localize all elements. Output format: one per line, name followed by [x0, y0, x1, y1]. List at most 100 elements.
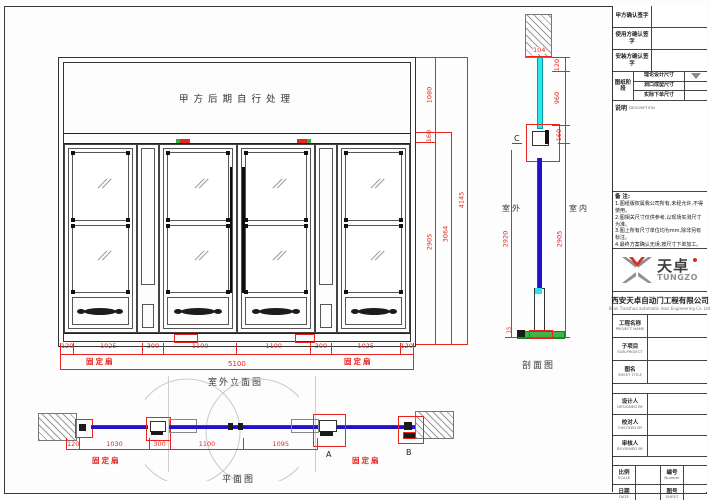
sliding-door-left — [159, 144, 237, 333]
dim-ext — [416, 57, 468, 58]
sign-value-cell — [652, 6, 707, 27]
glass-pane — [244, 223, 308, 294]
plan-center-fitting — [238, 423, 243, 430]
plan-mullion-left — [146, 417, 171, 441]
dim-ext — [558, 143, 570, 144]
mullion-left — [136, 144, 160, 333]
dim-label: 104 — [533, 46, 546, 54]
plan-mullion-a-callout — [313, 414, 346, 447]
transom-note: 甲方后期自行处理 — [178, 94, 295, 105]
section-floor-block — [517, 330, 525, 337]
field-label-en: PROJECT NAME — [615, 325, 645, 331]
floor-guide-callout — [295, 334, 315, 343]
glass-pane — [344, 151, 403, 222]
decor-panel — [345, 297, 402, 325]
elevation-dim-row: 120 1025 300 1100 1100 300 1025 120 — [60, 343, 414, 355]
field-value-cell — [648, 361, 707, 383]
mullion-base — [141, 303, 155, 328]
fixed-panel-label: 固定扇 — [92, 456, 121, 465]
plan-jamb-b-foot — [403, 432, 416, 439]
note-line: 4.最终方案确认无误,按尺寸下单加工。 — [615, 241, 702, 248]
plan-center-fitting — [228, 423, 233, 430]
people-label-cn: 审核人 — [621, 440, 639, 447]
glass-mark-icon — [97, 178, 108, 189]
description-label: 说明 — [615, 105, 628, 112]
people-label-en: CHECKED BY — [617, 424, 643, 430]
sign-value-cell — [652, 28, 707, 49]
spacer-row — [613, 384, 707, 394]
people-label-en: REVIEWED BY — [616, 445, 644, 451]
dim-line — [60, 369, 414, 370]
dim-ext — [413, 354, 414, 370]
field-label-cn: 工程名称 — [618, 320, 641, 327]
dim-line — [451, 132, 452, 345]
sliding-door-right — [237, 144, 315, 333]
plan-wall-left — [38, 413, 77, 441]
ornament-icon — [251, 307, 300, 315]
glass-mark-icon — [272, 250, 283, 261]
plan-dim-row: 120 1030 300 1100 1095 — [66, 438, 318, 450]
plan-jamb-left-core — [79, 424, 86, 431]
people-value-cell — [648, 415, 707, 435]
dim-line — [435, 57, 436, 345]
company-name-cn: 西安天卓自动门工程有限公司 — [611, 296, 709, 305]
dim-line — [511, 150, 512, 338]
fixed-panel-left — [64, 144, 137, 333]
scale-label-cn: 比例 — [618, 469, 630, 476]
sheetno-value-cell — [684, 485, 707, 500]
dim-label: 1025 — [357, 342, 374, 350]
fixed-panel-label: 固定扇 — [344, 357, 373, 366]
stage-marker-cell — [685, 91, 707, 100]
date-value-cell — [636, 485, 661, 500]
scale-value-cell — [636, 466, 661, 484]
operator-mechanism-detail — [545, 130, 549, 144]
dim-total-label: 5100 — [228, 360, 246, 368]
dim-label: 300 — [153, 440, 166, 448]
mullion-base — [319, 303, 333, 328]
field-label-en: SHEET TITLE — [618, 371, 642, 377]
field-label-en: SUB-PROJECT — [617, 348, 643, 354]
mullion-glass — [140, 148, 156, 285]
elevation-title: 室外立面图 — [208, 378, 264, 388]
sign-value-cell — [652, 50, 707, 71]
sensor-icon — [297, 139, 311, 143]
dim-label: 1025 — [99, 342, 117, 350]
detail-label-c: C — [512, 134, 522, 144]
ornament-icon — [173, 307, 223, 315]
glass-pane — [71, 223, 130, 294]
plan-glass-line — [91, 425, 148, 429]
fixed-panel-right — [337, 144, 410, 333]
plan-slider-outline — [291, 419, 319, 433]
note-line: 2.图相关尺寸仅供参考,以现场实测尺寸为准。 — [615, 214, 702, 228]
dim-ext — [552, 57, 570, 58]
ornament-icon — [350, 307, 397, 315]
logo-text-en: TUNGZO — [657, 272, 698, 282]
people-value-cell — [648, 394, 707, 414]
glass-pane — [71, 151, 130, 222]
stage-label: 图纸阶段 — [613, 72, 634, 100]
note-line: 1.图纸版权属我公司所有,未经允许,不得使用。 — [615, 201, 703, 215]
date-label-cn: 日期 — [618, 488, 630, 495]
elevation-inner-frame: 甲方后期自行处理 — [63, 62, 411, 342]
detail-label-a: A — [326, 450, 332, 459]
logo-box: 天卓 TUNGZO — [613, 249, 707, 292]
plan-mullion-a-foot — [320, 431, 333, 436]
section-bottom-rail — [534, 288, 545, 333]
glass-mark-icon — [370, 250, 381, 261]
dim-ext — [416, 132, 452, 133]
section-door-leaf — [537, 158, 542, 288]
dim-ext — [60, 354, 61, 370]
dim-label: 120 — [67, 440, 80, 448]
section-bottom-cap — [535, 288, 542, 294]
floor-detail-callout — [529, 330, 553, 339]
opening-edge-line — [315, 376, 316, 472]
glass-mark-icon — [370, 178, 381, 189]
dim-label: 4145 — [457, 191, 466, 209]
stage-row-label: 洞口成型尺寸 — [634, 81, 685, 91]
transom-panel: 甲方后期自行处理 — [64, 63, 410, 133]
